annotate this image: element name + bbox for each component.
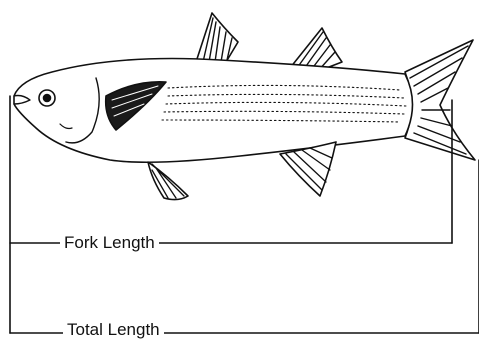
pelvic-fin (148, 162, 188, 200)
total-length-label: Total Length (63, 320, 164, 340)
fork-length-label: Fork Length (60, 233, 159, 253)
fish-body (14, 59, 413, 163)
first-dorsal-fin (196, 13, 238, 62)
caudal-fin (405, 40, 475, 160)
fish-eye (39, 90, 55, 106)
